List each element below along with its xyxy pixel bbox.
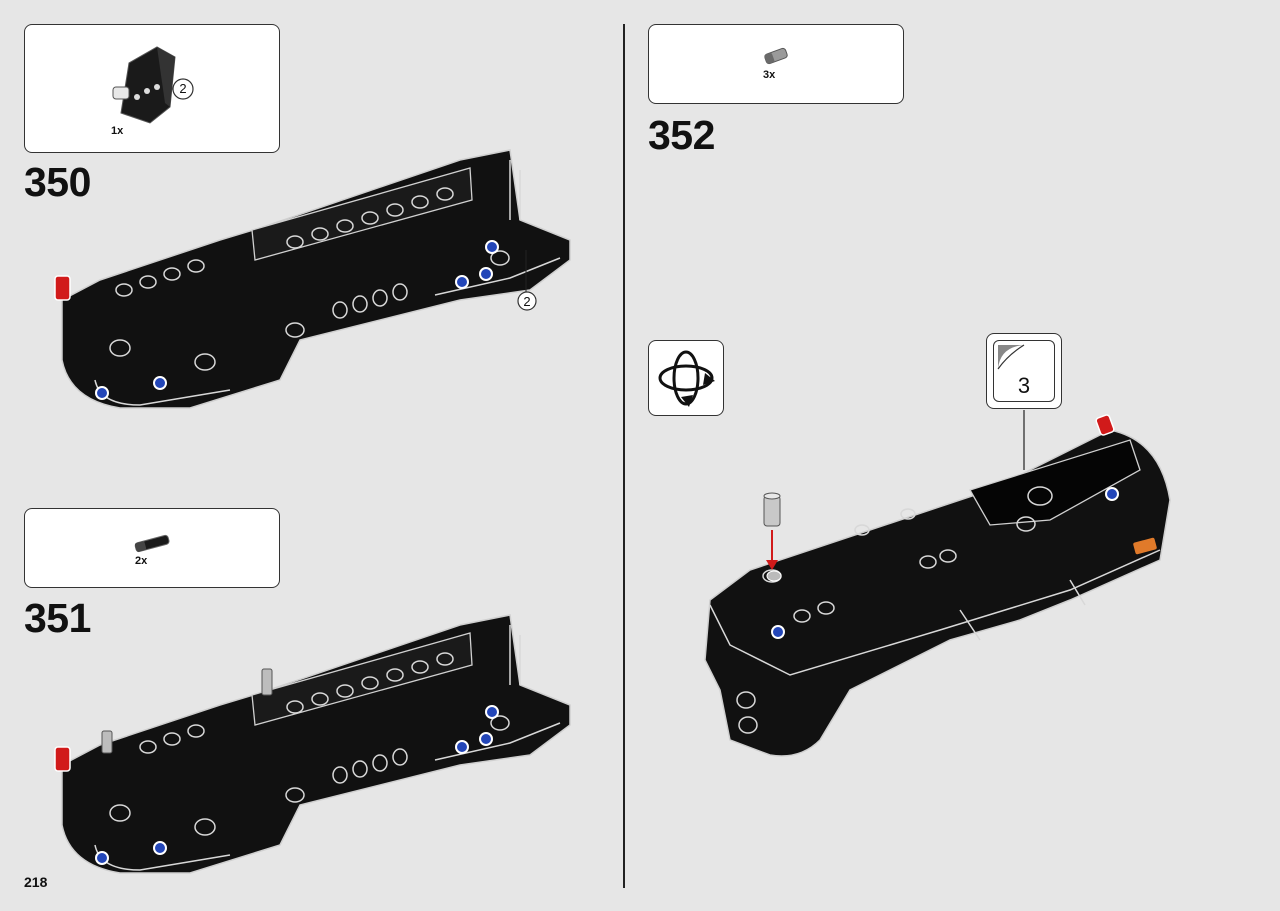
- step-number-352: 352: [648, 112, 715, 158]
- step-number-350: 350: [24, 159, 91, 205]
- part-quantity: 2x: [135, 555, 148, 567]
- step-number-351: 351: [24, 595, 91, 641]
- column-divider: [623, 24, 625, 888]
- model-step-352: [704, 410, 1171, 757]
- part-callout-count: 2: [179, 81, 187, 96]
- black-axle-pin-icon: [134, 534, 170, 553]
- page-number: 218: [24, 874, 48, 890]
- parts-callout-351: 2x: [24, 508, 280, 588]
- model-step-351: [54, 614, 571, 874]
- parts-callout-350: 2 1x: [24, 24, 280, 153]
- part-quantity: 1x: [111, 125, 124, 137]
- model-callout-count: 2: [523, 294, 531, 309]
- submodel-number: 3: [1017, 373, 1031, 398]
- grey-bush-pin-icon: [764, 47, 788, 65]
- submodel-reference: 3: [986, 333, 1062, 409]
- black-bracket-piece-icon: [112, 46, 194, 124]
- submodel-page-icon: 3: [993, 340, 1055, 402]
- rotate-model-icon: [648, 340, 724, 416]
- parts-callout-352: 3x: [648, 24, 904, 104]
- part-quantity: 3x: [763, 69, 776, 81]
- model-step-350: [54, 149, 571, 409]
